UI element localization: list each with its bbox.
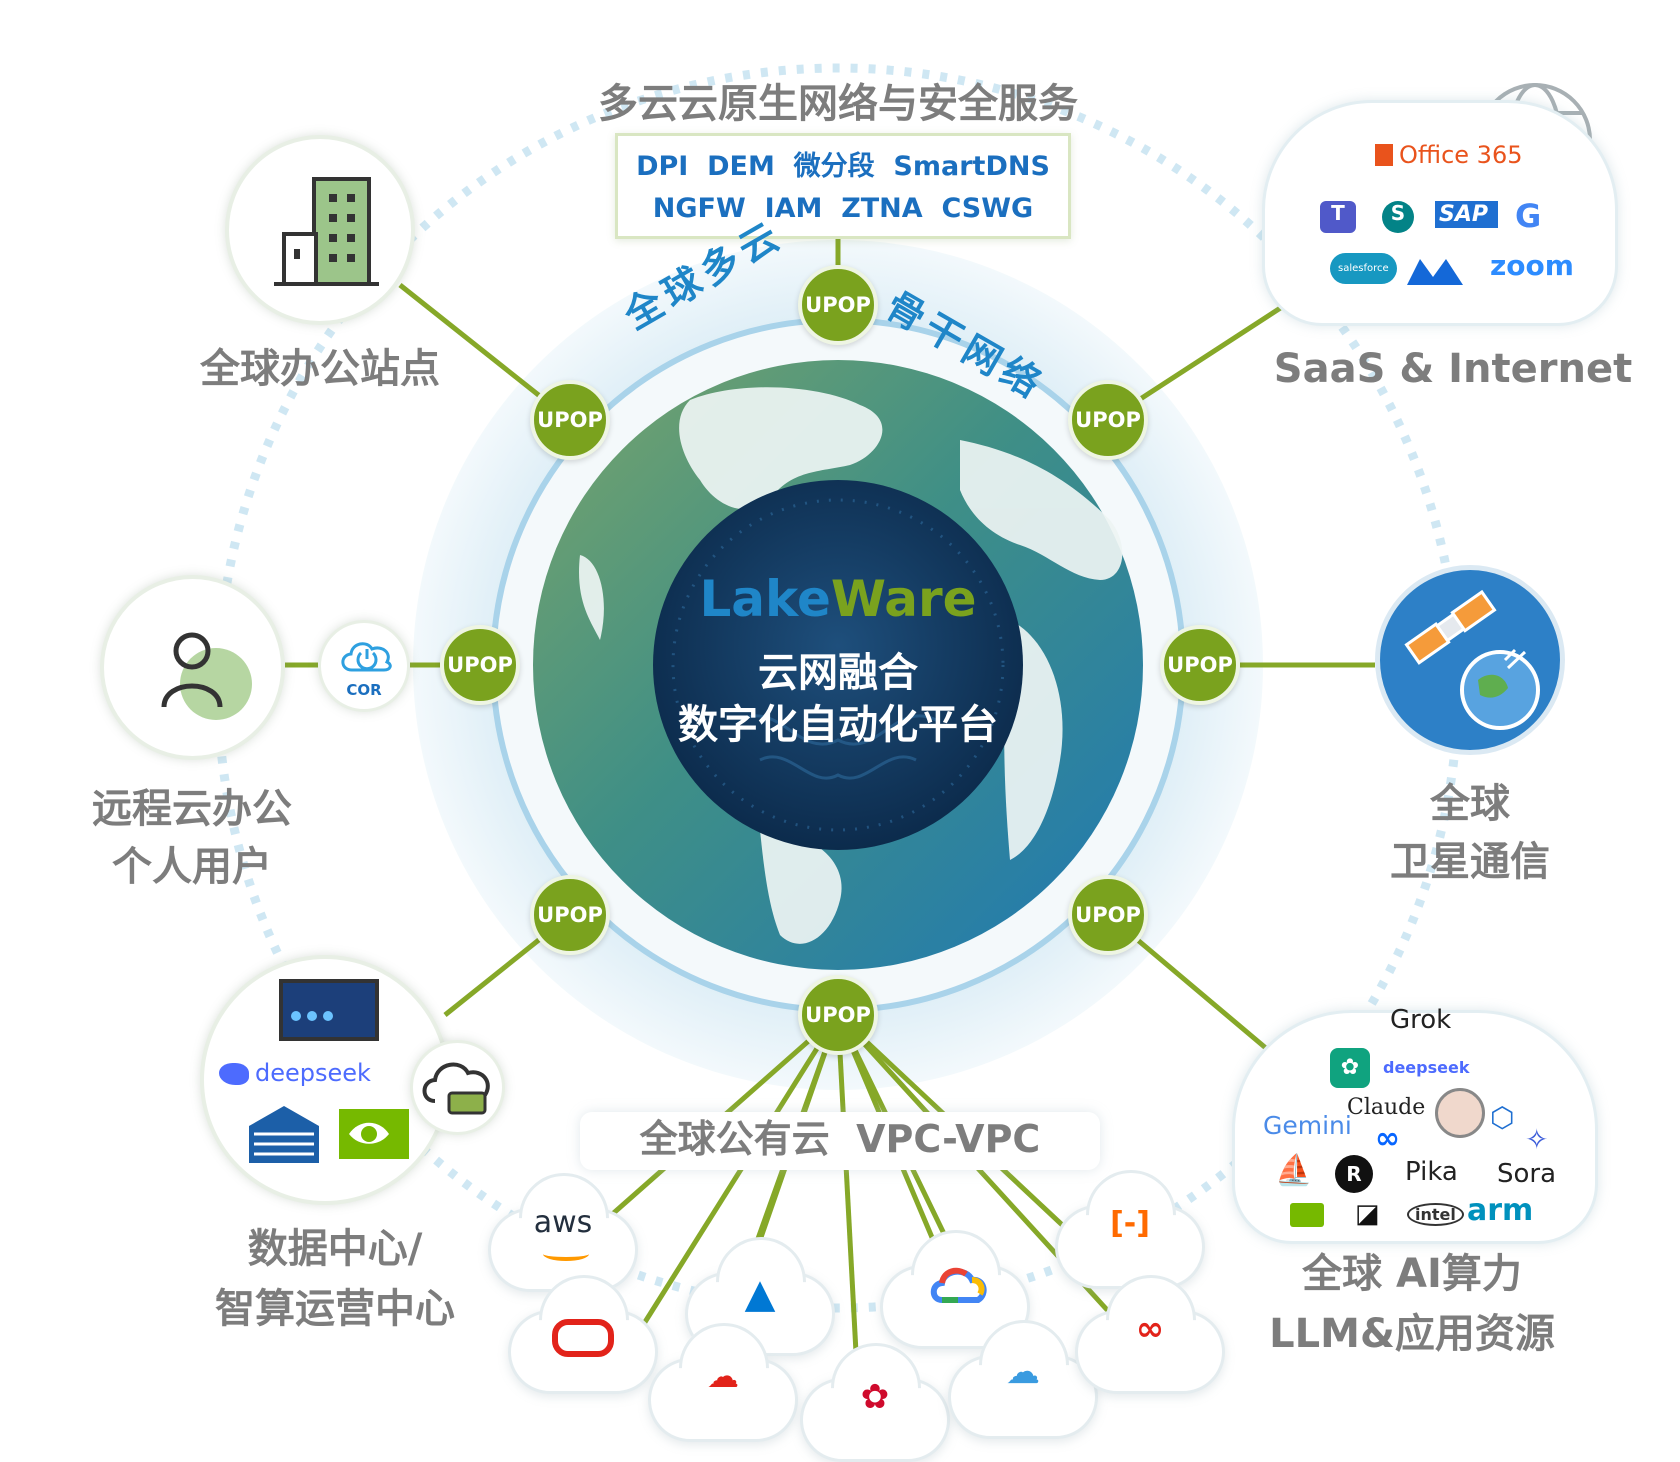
remote-label-1: 远程云办公 [92, 786, 292, 832]
aws-smile-icon [543, 1247, 589, 1261]
ibm-cloud[interactable]: ☁ [948, 1352, 1098, 1439]
continent-south [760, 830, 842, 944]
upop-bottom-left[interactable]: UPOP [530, 875, 610, 955]
core-platform [653, 480, 1023, 850]
ctyun-icon: ∞ [1135, 1309, 1165, 1349]
r-logo-icon: R [1335, 1155, 1373, 1193]
dashboard-screen-icon [279, 979, 379, 1041]
brand-lake: Lake [699, 570, 831, 628]
core-line-2: 数字化自动化平台 [678, 702, 998, 748]
office-icon [1375, 144, 1393, 166]
continent-east [960, 440, 1123, 580]
security-row-1: DPI DEM 微分段 SmartDNS [636, 151, 1050, 182]
cor-badge[interactable]: COR [318, 620, 410, 712]
office-node[interactable] [225, 135, 415, 325]
user-icon [161, 632, 252, 720]
tencent-cloud-icon: ☁ [707, 1357, 739, 1395]
upop-bottom-right[interactable]: UPOP [1068, 875, 1148, 955]
office365-logo: Office 365 [1375, 141, 1523, 169]
gemini-logo: Gemini [1263, 1111, 1352, 1140]
meta-icon: ∞ [1375, 1121, 1400, 1156]
deepseek-logo: deepseek [219, 1059, 371, 1087]
sap-logo: SAP [1435, 201, 1498, 228]
arm-logo: arm [1467, 1193, 1534, 1228]
upop-top[interactable]: UPOP [798, 265, 878, 345]
nvidia-ai-icon [1290, 1203, 1324, 1227]
oracle-icon [511, 1319, 655, 1361]
brand-ware: Ware [830, 570, 977, 628]
satellite-node[interactable] [1375, 565, 1565, 755]
upop-bottom[interactable]: UPOP [798, 975, 878, 1055]
upop-left[interactable]: UPOP [440, 625, 520, 705]
whale-icon [219, 1063, 249, 1085]
core-line-1: 云网融合 [758, 650, 918, 696]
public-cloud-box [580, 1112, 1100, 1170]
zoom-logo: zoom [1490, 249, 1574, 282]
nvidia-icon [339, 1109, 409, 1159]
ai-label-2: LLM&应用资源 [1269, 1311, 1555, 1357]
office-label: 全球办公站点 [200, 346, 440, 392]
cloud-icon: ☁ [1006, 1352, 1040, 1392]
ai-label-1: 全球 AI算力 [1302, 1251, 1522, 1297]
remote-user-node[interactable] [100, 575, 285, 760]
grok-logo: Grok [1390, 1005, 1452, 1035]
upop-right[interactable]: UPOP [1160, 625, 1240, 705]
huawei-cloud[interactable]: ✿ [800, 1377, 950, 1462]
hex-icon: ⬡ [1490, 1101, 1515, 1134]
alibaba-logo: [-] [1110, 1206, 1150, 1241]
azure-icon: ▲ [744, 1271, 776, 1317]
huawei-icon: ✿ [860, 1377, 890, 1417]
security-row-2: NGFW IAM ZTNA CSWG [652, 193, 1034, 224]
aws-logo: aws [533, 1205, 593, 1240]
continent-west [579, 555, 604, 640]
google-cloud-icon [930, 1267, 987, 1303]
cloud-power-icon [341, 642, 392, 672]
oracle-cloud[interactable] [508, 1310, 658, 1394]
datacenter-label-2: 智算运营中心 [215, 1286, 455, 1332]
saas-label: SaaS & Internet [1273, 346, 1633, 392]
upop-top-left[interactable]: UPOP [530, 380, 610, 460]
cloud-server-badge [410, 1040, 505, 1135]
cloud-server-icon [422, 1062, 490, 1115]
tencent-cloud[interactable]: ☁ [648, 1357, 798, 1442]
sora-icon: ✧ [1525, 1123, 1549, 1156]
intel-logo: intel [1407, 1203, 1464, 1226]
remote-label-2: 个人用户 [112, 844, 272, 890]
public-cloud-label: 全球公有云 VPC-VPC [639, 1117, 1041, 1161]
datacenter-node[interactable]: deepseek [200, 955, 450, 1205]
avatar-icon [1435, 1088, 1485, 1138]
security-services-box: DPI DEM 微分段 SmartDNS NGFW IAM ZTNA CSWG [615, 133, 1071, 239]
cor-text: COR [346, 681, 382, 699]
continent-north [679, 387, 883, 510]
sora-logo: Sora [1497, 1159, 1557, 1189]
upop-top-right[interactable]: UPOP [1068, 380, 1148, 460]
datacenter-label-1: 数据中心/ [247, 1226, 423, 1272]
server-building-icon [249, 1106, 319, 1163]
chatgpt-icon: ✿ [1330, 1048, 1370, 1088]
teams-icon: T [1320, 201, 1356, 233]
claude-logo: Claude [1347, 1095, 1426, 1120]
midjourney-icon: ⛵ [1275, 1153, 1313, 1188]
salesforce-logo: salesforce [1330, 253, 1397, 284]
pika-logo: Pika [1405, 1157, 1458, 1187]
amd-icon: ◪ [1355, 1199, 1380, 1229]
alibaba-cloud[interactable]: [-] [1055, 1205, 1205, 1289]
m-logo-icon [1407, 259, 1463, 285]
saas-cloud[interactable]: Office 365 T S SAP G salesforce zoom [1262, 100, 1618, 326]
deepseek-ai-logo: deepseek [1383, 1058, 1470, 1077]
satellite-label-1: 全球 [1430, 781, 1510, 827]
security-title: 多云云原生网络与安全服务 [598, 81, 1078, 127]
satellite-icon [1404, 589, 1540, 730]
satellite-label-2: 卫星通信 [1390, 839, 1550, 885]
ai-cloud[interactable]: Grok ✿ deepseek Gemini Claude ⬡ ∞ ✧ ⛵ R … [1232, 1005, 1598, 1244]
ctyun-cloud[interactable]: ∞ [1075, 1309, 1225, 1394]
building-icon [274, 177, 379, 286]
brand-logo: LakeWare [699, 570, 976, 628]
sharepoint-icon: S [1382, 201, 1414, 233]
google-logo: G [1515, 197, 1542, 235]
